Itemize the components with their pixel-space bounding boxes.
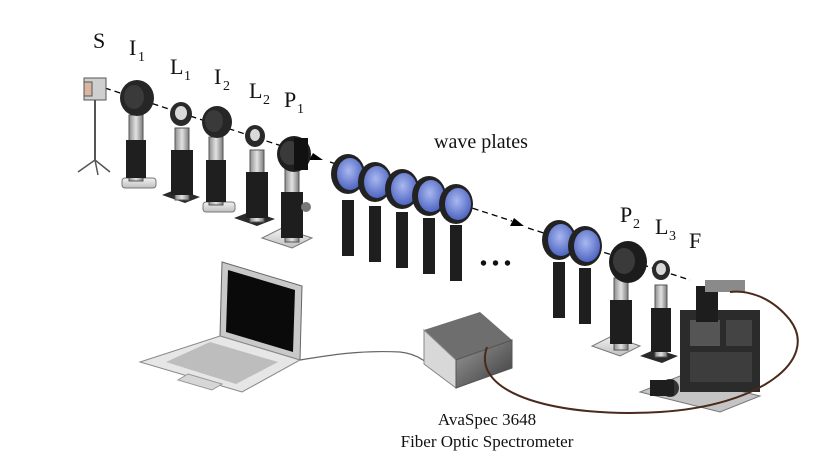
wave-plate-icon <box>385 169 419 268</box>
svg-text:3: 3 <box>669 229 676 244</box>
lens-l3-icon <box>640 260 678 363</box>
label-i1: I 1 <box>129 35 145 65</box>
svg-text:1: 1 <box>297 102 304 117</box>
usb-cable <box>299 350 441 376</box>
label-s: S <box>93 28 105 53</box>
svg-text:2: 2 <box>263 93 270 108</box>
svg-text:S: S <box>93 28 105 53</box>
wave-plate-icon <box>439 184 473 281</box>
laptop-icon <box>138 261 303 393</box>
spectrometer-icon <box>423 312 513 389</box>
beam-path <box>104 87 313 157</box>
svg-text:P: P <box>620 202 632 227</box>
iris-i1-icon <box>120 80 157 189</box>
svg-text:F: F <box>689 228 701 253</box>
svg-text:1: 1 <box>138 50 145 65</box>
polarizer-p2-icon <box>590 241 647 357</box>
optical-fiber <box>484 290 799 414</box>
ellipsis: • • • <box>480 253 511 275</box>
light-source-icon <box>77 77 111 176</box>
xyz-stage-icon <box>638 280 762 413</box>
label-l1: L 1 <box>170 54 191 84</box>
iris-i2-icon <box>202 106 236 213</box>
spectrometer-model: AvaSpec 3648 <box>438 410 536 429</box>
wave-plate-group-1 <box>331 154 473 281</box>
wave-plates-label: wave plates <box>434 131 528 153</box>
wave-plate-icon <box>542 220 576 318</box>
beam-arrow-1 <box>309 153 323 160</box>
svg-text:L: L <box>655 214 668 239</box>
lens-l1-icon <box>162 102 200 203</box>
svg-text:I: I <box>214 64 221 89</box>
wave-plate-icon <box>412 176 446 274</box>
wave-plate-icon <box>568 226 602 324</box>
svg-text:2: 2 <box>633 217 640 232</box>
label-p1: P 1 <box>284 87 304 117</box>
label-i2: I 2 <box>214 64 230 94</box>
svg-text:1: 1 <box>184 69 191 84</box>
label-l2: L 2 <box>249 78 270 108</box>
svg-text:2: 2 <box>223 79 230 94</box>
beam-arrow-2 <box>510 218 524 226</box>
svg-text:P: P <box>284 87 296 112</box>
svg-text:L: L <box>170 54 183 79</box>
label-p2: P 2 <box>620 202 640 232</box>
spectrometer-type: Fiber Optic Spectrometer <box>401 432 574 451</box>
label-f: F <box>689 228 701 253</box>
wave-plate-icon <box>331 154 365 256</box>
polarizer-p1-icon <box>260 136 314 249</box>
svg-text:L: L <box>249 78 262 103</box>
wave-plate-icon <box>358 162 392 262</box>
svg-text:I: I <box>129 35 136 60</box>
label-l3: L 3 <box>655 214 676 244</box>
lens-l2-icon <box>234 125 275 226</box>
wave-plate-group-2 <box>542 220 602 324</box>
